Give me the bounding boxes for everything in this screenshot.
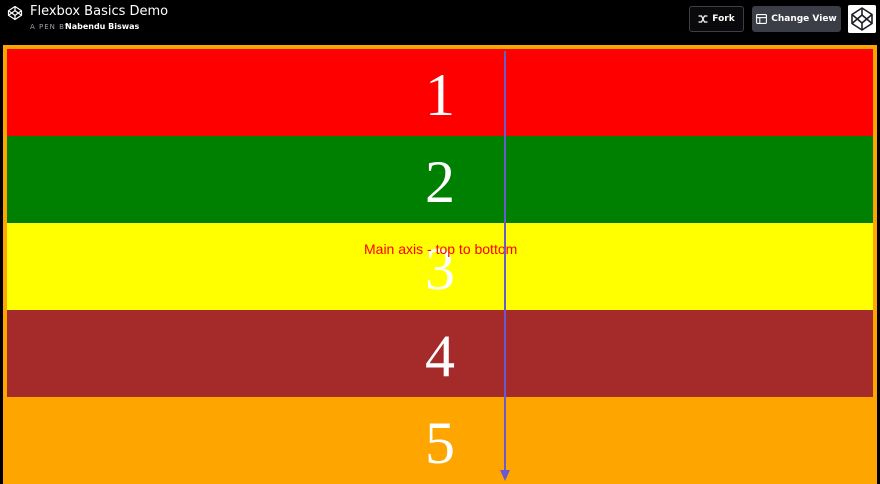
flex-item-number: 3 xyxy=(425,235,455,302)
flex-item-number: 2 xyxy=(425,148,455,215)
flex-item-2: 2 xyxy=(7,136,873,223)
pen-author-link[interactable]: Nabendu Biswas xyxy=(65,22,140,31)
flex-container: 1 2 3 4 5 xyxy=(7,49,873,484)
change-view-button[interactable]: Change View xyxy=(752,6,841,32)
fork-button[interactable]: Fork xyxy=(689,6,744,32)
flex-item-number: 4 xyxy=(425,322,455,389)
fork-icon xyxy=(698,15,708,23)
fork-button-label: Fork xyxy=(712,14,735,24)
codepen-logo-icon[interactable] xyxy=(7,5,23,21)
preview-frame: 1 2 3 4 5 Main axis - top to bottom xyxy=(3,45,877,484)
flex-item-5: 5 xyxy=(7,397,873,484)
change-view-button-label: Change View xyxy=(771,14,837,24)
flex-item-number: 5 xyxy=(425,409,455,476)
avatar-image xyxy=(848,5,876,33)
codepen-header: Flexbox Basics Demo A PEN BY Nabendu Bis… xyxy=(0,0,880,38)
layout-icon xyxy=(756,14,768,24)
pen-by-label: A PEN BY xyxy=(30,23,70,31)
flex-item-1: 1 xyxy=(7,49,873,136)
user-avatar[interactable] xyxy=(848,5,876,33)
main-axis-label: Main axis - top to bottom xyxy=(364,241,518,257)
flex-item-number: 1 xyxy=(425,61,455,128)
pen-title[interactable]: Flexbox Basics Demo xyxy=(30,4,169,19)
flex-item-4: 4 xyxy=(7,310,873,397)
flex-item-3: 3 xyxy=(7,223,873,310)
